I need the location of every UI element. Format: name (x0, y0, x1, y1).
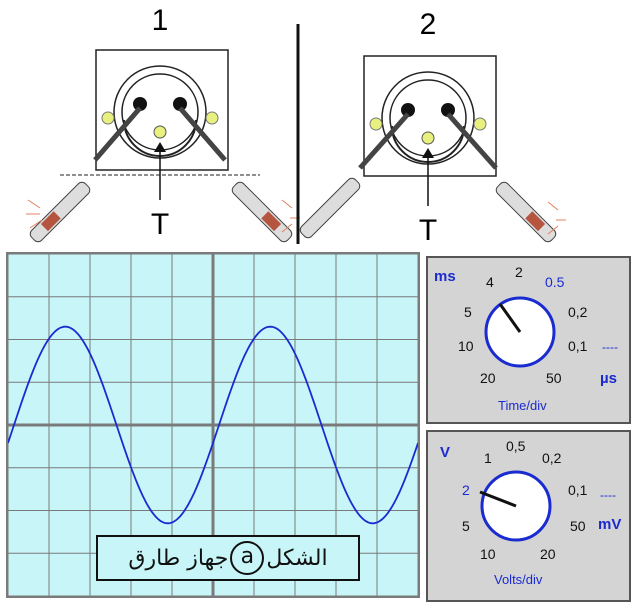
tick-0,2: 0,2 (568, 304, 588, 320)
volts-div-panel: V 1 0,5 0,2 2 0,1 ---- 5 50 mV 10 20 Vol… (426, 430, 631, 602)
volt-knob[interactable] (428, 432, 629, 600)
time-knob[interactable] (428, 258, 629, 422)
electrode-right-2 (441, 103, 455, 117)
tick-5: 5 (464, 304, 472, 320)
caption-after: جهاز طارق (128, 545, 229, 571)
unit-us: µs (600, 370, 617, 387)
box-1 (95, 49, 229, 171)
unit-v: V (440, 444, 451, 461)
setup-2-label: 2 (420, 8, 437, 41)
time-knob-pointer (498, 303, 522, 333)
setup-1-label: 1 (152, 4, 169, 37)
time-div-label: Time/div (498, 398, 547, 413)
electrode-right-1 (173, 97, 187, 111)
tick-10: 10 (458, 338, 474, 354)
tick-4: 4 (486, 274, 494, 290)
terminal-1-label: T (151, 208, 169, 241)
unit-mv: mV (598, 516, 622, 533)
unit-ms: ms (434, 268, 456, 285)
terminal-2-label: T (419, 214, 437, 247)
figure-caption: الشكل a جهاز طارق (96, 535, 360, 581)
tick-0.5: 0.5 (545, 274, 565, 290)
setup-1: 1 T (26, 4, 300, 243)
tick-2: 2 (515, 264, 523, 280)
caption-before: الشكل (266, 545, 328, 571)
tick-0,1: 0,1 (568, 482, 588, 498)
setup-2: 2 T (299, 8, 566, 247)
electrode-diagram: 1 T 2 (26, 4, 566, 247)
dash-mv: ---- (600, 488, 616, 502)
tick-2: 2 (462, 482, 470, 498)
tick-10: 10 (480, 546, 496, 562)
electrode-left-2 (401, 103, 415, 117)
tick-5: 5 (462, 518, 470, 534)
tick-0,2: 0,2 (542, 450, 562, 466)
sine-trace (7, 325, 419, 525)
volt-knob-pointer (479, 490, 517, 508)
tick-0,1: 0,1 (568, 338, 588, 354)
tick-50: 50 (546, 370, 562, 386)
volts-div-label: Volts/div (494, 572, 543, 587)
tick-20: 20 (480, 370, 496, 386)
time-div-panel: ms 4 2 0.5 5 0,2 10 0,1 ---- 20 50 µs Ti… (426, 256, 631, 424)
electrode-left-1 (133, 97, 147, 111)
caption-marker: a (230, 541, 265, 575)
tick-0,5: 0,5 (506, 438, 526, 454)
tick-50: 50 (570, 518, 586, 534)
dash-us: ---- (602, 340, 618, 354)
tick-20: 20 (540, 546, 556, 562)
tick-1: 1 (484, 450, 492, 466)
